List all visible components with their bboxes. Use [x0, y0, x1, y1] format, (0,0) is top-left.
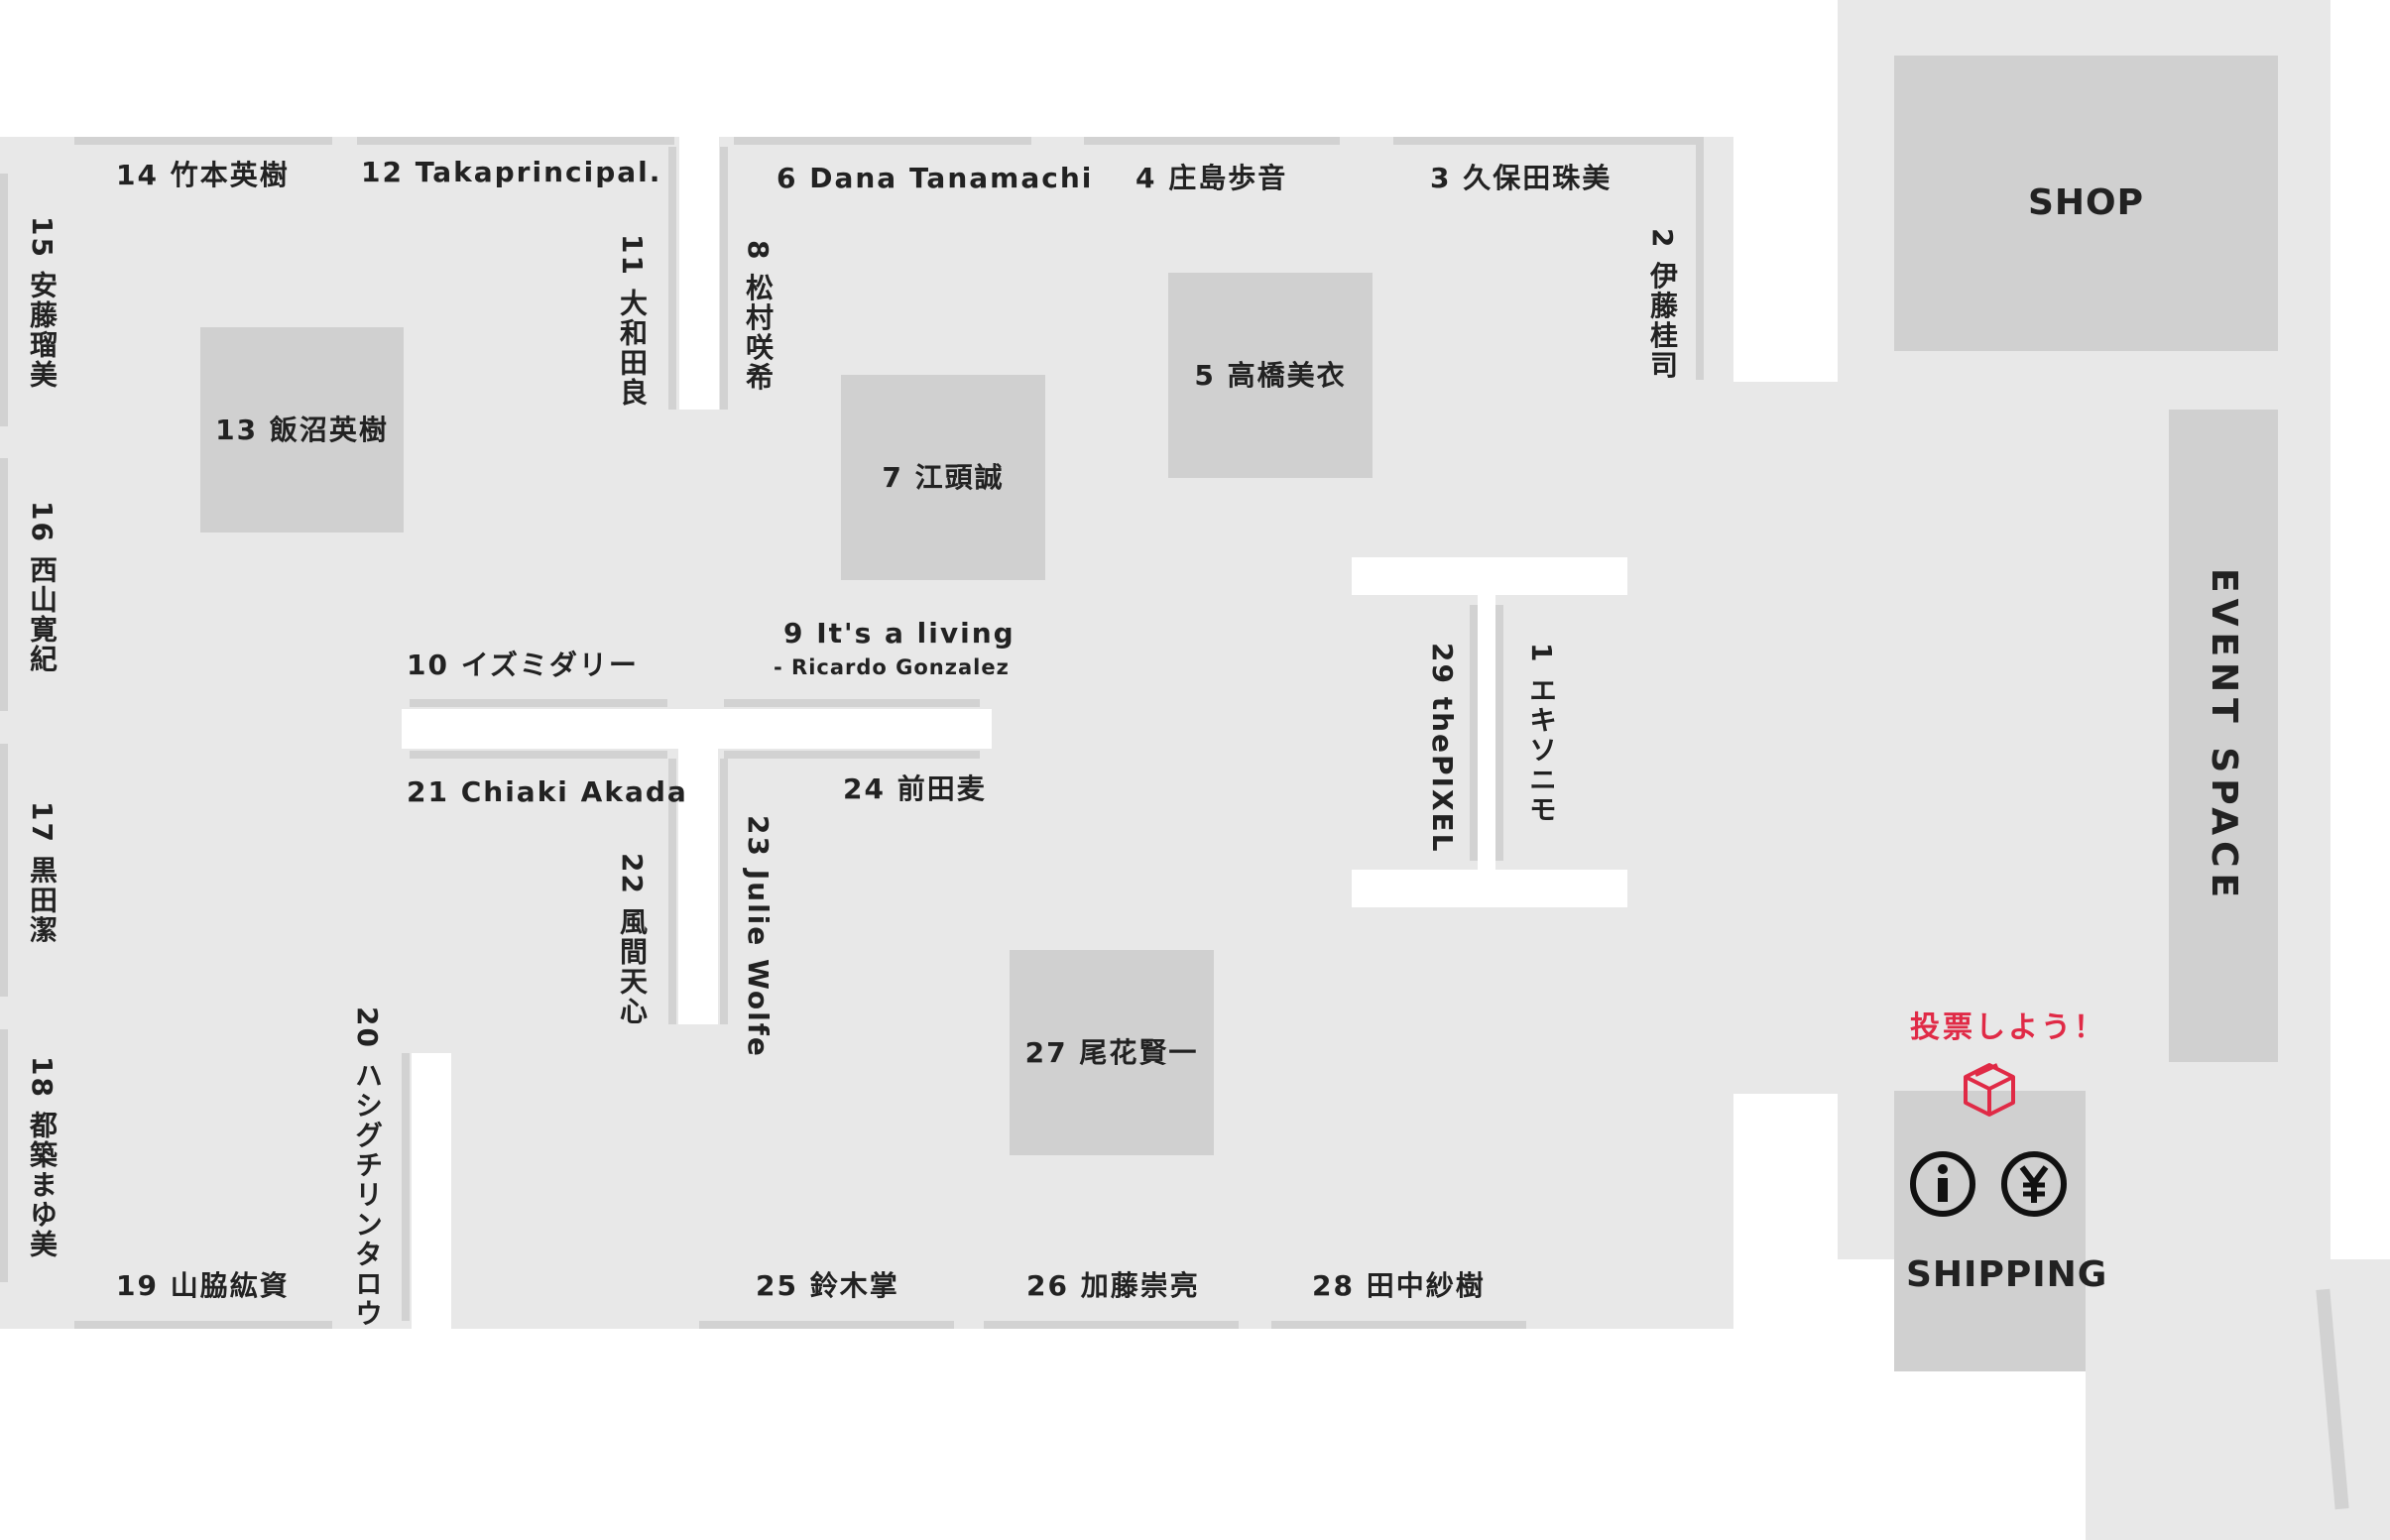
partition-booth-20: [412, 1053, 451, 1329]
booth-25-label: 25 鈴木掌: [756, 1269, 899, 1302]
yen-icon: [2000, 1150, 2068, 1218]
wall-booth-1: [1495, 605, 1503, 861]
partition-bottom-1-29: [1352, 870, 1627, 907]
wall-booth-10: [410, 699, 667, 707]
booth-1-label: 1 エキソニモ: [1525, 643, 1558, 825]
booth-10-label: 10 イズミダリー: [407, 649, 639, 681]
gallery-floor-connector: [1686, 1091, 1735, 1329]
shipping-label: SHIPPING: [1906, 1254, 2108, 1295]
booth-7-label: 7 江頭誠: [882, 460, 1005, 494]
gallery-floor-extension: [1733, 382, 1843, 1094]
wall-left-4: [0, 1029, 8, 1282]
booth-21-label: 21 Chiaki Akada: [407, 775, 688, 808]
event-space-area: EVENT SPACE: [2169, 410, 2278, 1062]
booth-26-label: 26 加藤崇亮: [1026, 1269, 1200, 1302]
booth-6-label: 6 Dana Tanamachi: [777, 162, 1094, 194]
wall-bottom-2: [699, 1321, 954, 1329]
wall-top-5: [1393, 137, 1703, 145]
booth-27-island: 27 尾花賢一: [1010, 950, 1214, 1155]
booth-8-label: 8 松村咲希: [742, 240, 775, 393]
booth-2-label: 2 伊藤桂司: [1646, 228, 1679, 381]
vote-label: 投票しよう！: [1910, 1010, 2106, 1045]
ballot-box-icon[interactable]: [1962, 1059, 2017, 1119]
wall-bottom-4: [1271, 1321, 1526, 1329]
shop-label: SHOP: [2027, 182, 2145, 223]
booth-3-label: 3 久保田珠美: [1430, 162, 1613, 194]
booth-11-label: 11 大和田良: [616, 234, 649, 408]
booth-16-label: 16 西山寛紀: [26, 501, 59, 674]
booth-22-label: 22 風間天心: [616, 853, 649, 1026]
wall-booth-29: [1470, 605, 1478, 861]
wall-booth-24: [724, 751, 980, 759]
booth-14-label: 14 竹本英樹: [116, 159, 290, 191]
booth-4-label: 4 庄島歩音: [1135, 162, 1288, 194]
event-space-label: EVENT SPACE: [2204, 567, 2244, 904]
info-icon: [1909, 1150, 1976, 1218]
booth-5-island: 5 高橋美衣: [1168, 273, 1373, 478]
wall-top-4: [1084, 137, 1340, 145]
booth-13-island: 13 飯沼英樹: [200, 327, 404, 533]
booth-28-label: 28 田中紗樹: [1312, 1269, 1486, 1302]
wall-booth-21: [410, 751, 667, 759]
booth-24-label: 24 前田麦: [843, 772, 987, 805]
booth-23-label: 23 Julie Wolfe: [742, 815, 775, 1058]
wall-top-1: [74, 137, 332, 145]
wall-top-2: [357, 137, 674, 145]
partition-22-23: [678, 709, 718, 1024]
booth-7-island: 7 江頭誠: [841, 375, 1045, 580]
wall-booth-20: [402, 1053, 410, 1321]
booth-20-label: 20 ハシグチリンタロウ: [351, 1007, 384, 1329]
wall-left-1: [0, 174, 8, 426]
wall-left-3: [0, 744, 8, 997]
booth-19-label: 19 山脇紘資: [116, 1269, 290, 1302]
wall-left-2: [0, 458, 8, 711]
wall-top-3: [734, 137, 1031, 145]
wall-bottom-1: [74, 1321, 332, 1329]
wall-booth-9: [724, 699, 980, 707]
wall-booth-22: [668, 759, 676, 1024]
booth-9-subtitle: - Ricardo Gonzalez: [774, 655, 1010, 679]
wall-booth-8: [720, 147, 728, 410]
booth-9-label: 9 It's a living: [783, 617, 1016, 650]
partition-11-8: [679, 137, 719, 410]
booth-13-label: 13 飯沼英樹: [215, 413, 389, 446]
booth-29-label: 29 thePIXEL: [1426, 643, 1459, 854]
wall-booth-23: [720, 759, 728, 1024]
wall-booth-2: [1696, 137, 1704, 380]
booth-17-label: 17 黒田潔: [26, 801, 59, 945]
wall-gap-right: [1733, 1094, 1838, 1329]
shipping-area: [1894, 1091, 2086, 1371]
partition-top-1-29: [1352, 557, 1627, 595]
wall-bottom-3: [984, 1321, 1239, 1329]
booth-15-label: 15 安藤瑠美: [26, 216, 59, 390]
booth-5-label: 5 高橋美衣: [1194, 358, 1347, 392]
booth-12-label: 12 Takaprincipal.: [361, 156, 662, 188]
wall-booth-11: [668, 147, 676, 410]
right-wing-edge: [2330, 0, 2390, 1259]
booth-18-label: 18 都築まゆ美: [26, 1056, 59, 1259]
shop-area: SHOP: [1894, 56, 2278, 351]
booth-27-label: 27 尾花賢一: [1024, 1035, 1199, 1069]
partition-1-29: [1478, 595, 1495, 870]
